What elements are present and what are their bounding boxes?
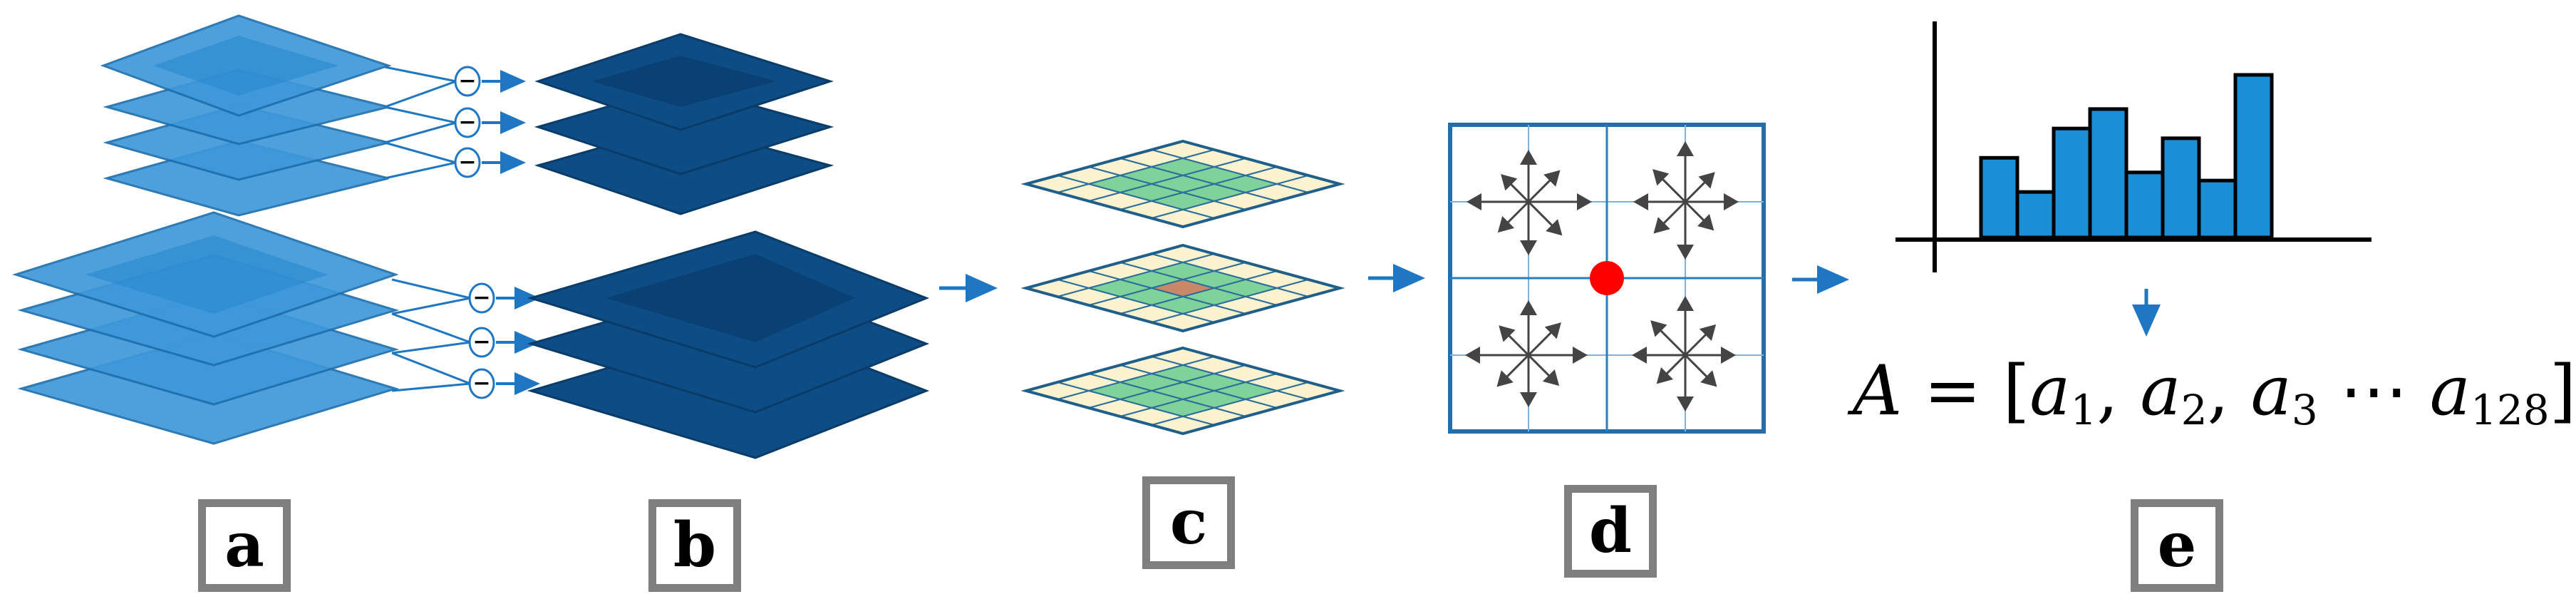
difference-operator-symbol: −	[472, 329, 490, 354]
difference-operator-symbol: −	[458, 150, 476, 175]
extrema-grid-layer	[1020, 346, 1345, 436]
keypoint-marker	[1590, 261, 1624, 295]
sift-pipeline-diagram: − − − − − −	[11, 14, 2371, 459]
formula-sep-3: ⋯	[2317, 351, 2430, 431]
panel-label-d: d	[1564, 485, 1657, 578]
formula-term-2: a	[2140, 351, 2181, 431]
difference-operator-icon: −	[468, 368, 495, 399]
formula-term-4: a	[2429, 351, 2471, 431]
difference-operator-symbol: −	[458, 110, 476, 135]
formula-sub-2: 2	[2181, 386, 2208, 434]
histogram-bar	[1979, 155, 2019, 240]
formula-sub-1: 1	[2070, 386, 2097, 434]
difference-operators: − − − − − −	[454, 66, 495, 399]
formula-sep-2: ,	[2207, 351, 2251, 431]
formula-close: ]	[2549, 351, 2576, 431]
formula-sep-1: ,	[2096, 351, 2141, 431]
formula-sub-4: 128	[2471, 386, 2550, 434]
gradient-orientation-stars	[1465, 141, 1739, 411]
difference-operator-icon: −	[454, 147, 481, 178]
histogram-bar	[2052, 126, 2092, 240]
panel-label-c: c	[1142, 476, 1235, 569]
panel-b-dog-pyramid	[527, 33, 930, 459]
difference-operator-symbol: −	[472, 285, 490, 310]
extrema-grid-layer	[1020, 243, 1345, 333]
histogram-bar	[2088, 107, 2128, 240]
gradient-star-icon	[1632, 296, 1736, 411]
panel-d-orientation-grid	[1448, 123, 1766, 434]
descriptor-vector-formula: A = [a1, a2, a3 ⋯ a128]	[1853, 357, 2576, 431]
formula-lhs: A	[1853, 351, 1903, 431]
formula-term-3: a	[2250, 351, 2292, 431]
panel-label-e: e	[2131, 499, 2223, 592]
dog-octave-2	[527, 230, 930, 459]
difference-operator-icon: −	[454, 66, 481, 97]
histogram-bar	[2233, 73, 2274, 240]
difference-operator-icon: −	[468, 327, 495, 358]
difference-operator-icon: −	[468, 282, 495, 314]
gaussian-octave-2	[11, 211, 400, 445]
panel-e-orientation-histogram	[1895, 21, 2371, 272]
panel-label-a: a	[198, 499, 291, 592]
difference-operator-symbol: −	[472, 371, 490, 396]
formula-sub-3: 3	[2291, 386, 2318, 434]
extrema-grid-layer	[1020, 139, 1345, 229]
gradient-star-icon	[1467, 150, 1592, 255]
formula-term-1: a	[2029, 351, 2071, 431]
histogram-bar	[2124, 170, 2165, 240]
histogram-bar	[2197, 178, 2238, 240]
histogram-bars	[1979, 73, 2274, 240]
panel-label-b: b	[648, 499, 741, 592]
histogram-bar	[2015, 190, 2056, 240]
panel-a-gaussian-pyramid	[11, 14, 400, 445]
histogram-bar	[2161, 136, 2201, 240]
difference-operator-icon: −	[454, 107, 481, 138]
gradient-star-icon	[1633, 141, 1739, 260]
panel-c-extrema-grids	[1020, 139, 1345, 436]
difference-operator-symbol: −	[458, 68, 476, 93]
formula-equals: = [	[1902, 351, 2030, 431]
gradient-star-icon	[1465, 300, 1588, 407]
gaussian-octave-1	[100, 14, 392, 217]
dog-octave-1	[534, 33, 834, 215]
